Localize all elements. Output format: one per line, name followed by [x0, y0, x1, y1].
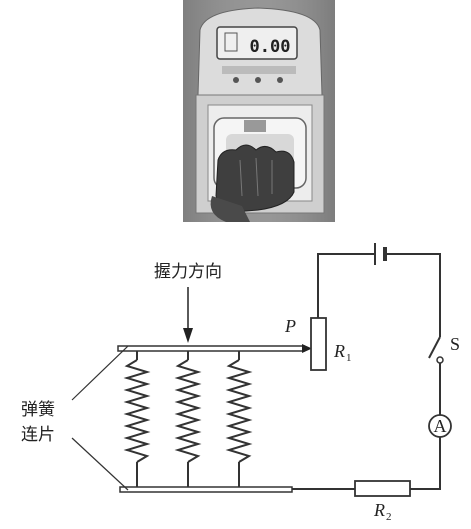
grip-direction-label: 握力方向 — [154, 262, 222, 282]
lower-spring-plate — [119, 486, 293, 493]
spring-left — [123, 351, 151, 487]
lcd-reading: 0.00 — [250, 37, 291, 57]
circuit-diagram: 握力方向 弹簧 连片 — [21, 243, 460, 523]
ammeter-label: A — [434, 416, 447, 436]
resistor-r2 — [354, 480, 411, 497]
label-leader-upper — [71, 345, 129, 401]
label-leader-lower — [71, 437, 129, 491]
spring-right — [225, 351, 253, 487]
battery-icon — [374, 243, 387, 265]
switch-label-s: S — [450, 334, 460, 354]
wire-r2-to-ammeter — [410, 437, 441, 490]
slider-contact — [302, 344, 312, 353]
grip-direction-arrow — [183, 287, 193, 343]
upper-spring-plate — [117, 345, 305, 352]
switch-icon — [428, 336, 444, 364]
r1-subscript: 1 — [346, 352, 352, 364]
grip-dynamometer-photo: 0.00 — [183, 0, 335, 222]
resistor-r1 — [310, 317, 327, 371]
r2-subscript: 2 — [386, 511, 392, 523]
spring-plate-label-line1: 弹簧 — [21, 400, 55, 420]
spring-plate-label-line2: 连片 — [21, 425, 55, 445]
r2-label: R — [373, 500, 385, 520]
wire-switch-to-battery — [385, 253, 441, 337]
spring-middle — [174, 351, 202, 487]
slider-label-p: P — [284, 316, 296, 336]
r1-label: R — [333, 341, 345, 361]
wire-battery-to-r1 — [317, 253, 375, 318]
ammeter-icon: A — [428, 414, 452, 438]
